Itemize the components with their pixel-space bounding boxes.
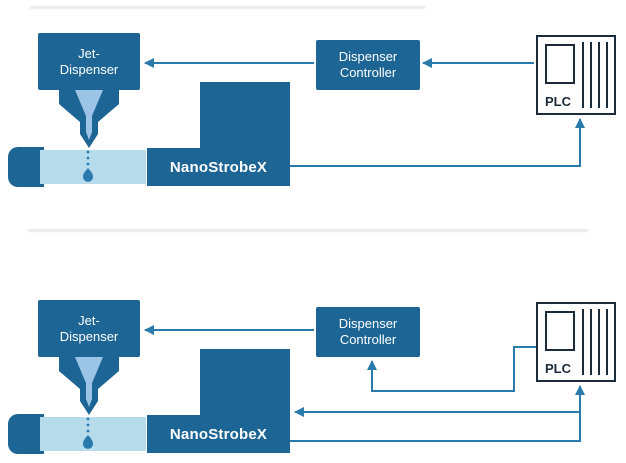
jet-nozzle-icon <box>59 90 119 148</box>
stage-left-cap <box>8 147 44 187</box>
jet-dispenser-label-line1: Jet- <box>78 312 100 328</box>
plc-slot-line-icon <box>598 42 600 108</box>
plc-box: PLC <box>536 302 616 382</box>
dispenser-controller-label-line1: Dispenser <box>338 316 398 331</box>
plc-slot-line-icon <box>606 309 608 375</box>
plc-slot-line-icon <box>582 42 584 108</box>
dispenser-controller-box: Dispenser Controller <box>316 40 420 90</box>
jet-dispenser-label-line2: Dispenser <box>59 61 119 77</box>
stage-left-cap <box>8 414 44 454</box>
jet-dispenser-box: Jet- Dispenser <box>38 33 140 90</box>
plc-slot-line-icon <box>598 309 600 375</box>
dispenser-controller-label-line2: Controller <box>339 332 397 347</box>
stage-strip <box>40 150 146 184</box>
scan-artifact-top <box>30 6 425 9</box>
diagram-standard: Jet- Dispenser NanoStrobeX Dispenser Con… <box>0 0 626 196</box>
nanostrobex-box: NanoStrobeX <box>147 415 290 453</box>
diagram-nanostrobex-loop: Jet- Dispenser NanoStrobeX Dispenser Con… <box>0 267 626 463</box>
jet-dispenser-label-line1: Jet- <box>78 45 100 61</box>
nanostrobex-tower <box>200 82 290 152</box>
plc-slot-line-icon <box>582 309 584 375</box>
dispenser-controller-label-line1: Dispenser <box>338 49 398 64</box>
nanostrobex-label: NanoStrobeX <box>169 425 268 443</box>
plc-label: PLC <box>545 361 571 376</box>
droplet-icon <box>83 417 93 449</box>
stage-strip <box>40 417 146 451</box>
jet-dispenser-box: Jet- Dispenser <box>38 300 140 357</box>
nanostrobex-box: NanoStrobeX <box>147 148 290 186</box>
plc-label: PLC <box>545 94 571 109</box>
plc-slot-line-icon <box>606 42 608 108</box>
plc-slot-line-icon <box>590 309 592 375</box>
dispenser-controller-box: Dispenser Controller <box>316 307 420 357</box>
jet-dispenser-label-line2: Dispenser <box>59 328 119 344</box>
droplet-icon <box>83 150 93 182</box>
plc-inner-rect-icon <box>545 311 575 351</box>
nanostrobex-tower <box>200 349 290 419</box>
plc-box: PLC <box>536 35 616 115</box>
nanostrobex-label: NanoStrobeX <box>169 158 268 176</box>
plc-inner-rect-icon <box>545 44 575 84</box>
dispenser-controller-label-line2: Controller <box>339 65 397 80</box>
scan-artifact-middle <box>28 229 588 232</box>
jet-nozzle-icon <box>59 357 119 415</box>
plc-slot-line-icon <box>590 42 592 108</box>
